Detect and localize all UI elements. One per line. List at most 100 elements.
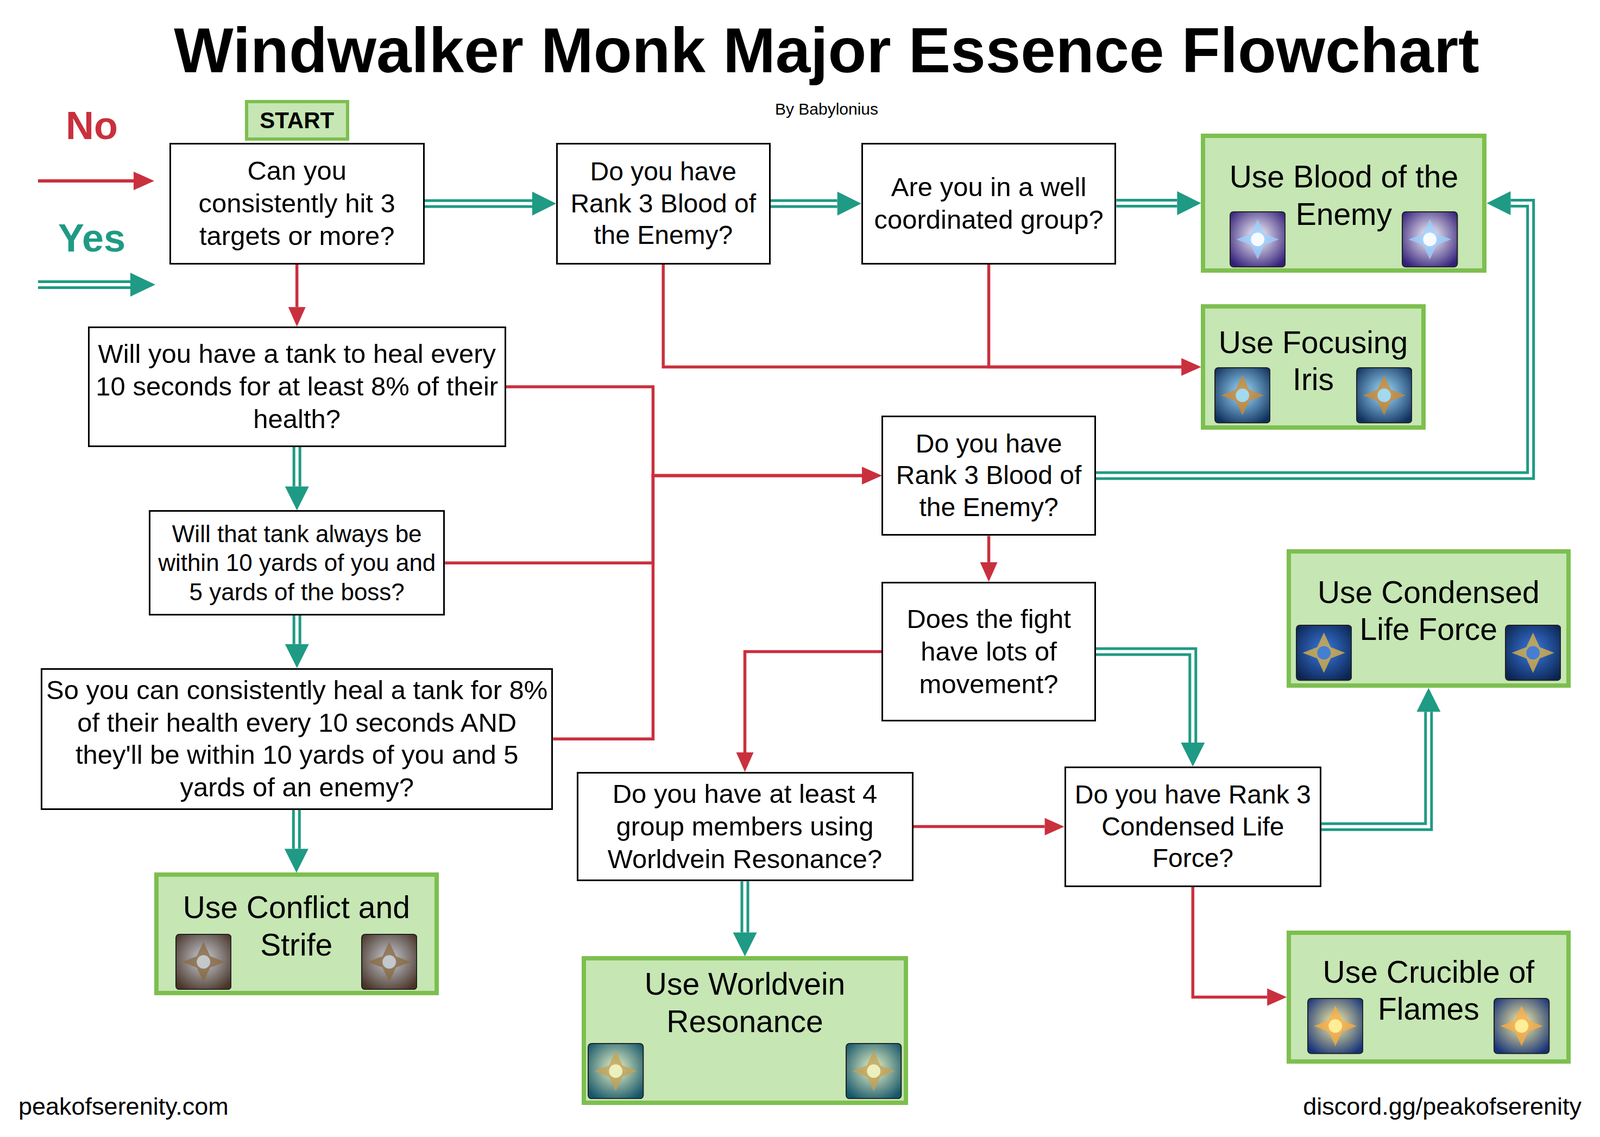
essence-icon	[1493, 997, 1550, 1054]
question-text: Do you have Rank 3 Blood of the Enemy?	[896, 429, 1082, 522]
result-box: Use Blood of the Enemy	[1200, 133, 1487, 273]
text-wrap: Do you have at least 4 group members usi…	[581, 777, 909, 875]
no-connector	[736, 651, 883, 772]
decision-box: Do you have at least 4 group members usi…	[576, 771, 914, 881]
essence-icon-art	[175, 933, 232, 990]
essence-icon	[1229, 211, 1286, 268]
no-connector	[663, 264, 1201, 376]
essence-icon-art	[845, 1042, 902, 1099]
chart-title: Windwalker Monk Major Essence Flowchart	[173, 14, 1479, 87]
yes-connector	[1116, 191, 1201, 216]
text-wrap: Can you consistently hit 3 targets or mo…	[174, 154, 420, 253]
result-text: Use Crucible of Flames	[1323, 954, 1535, 1026]
start-badge: START	[244, 99, 350, 141]
text-wrap: Use Worldvein Resonance	[593, 965, 897, 1040]
result-text: Use Blood of the Enemy	[1229, 159, 1459, 231]
question-text: Will that tank always be within 10 yards…	[158, 520, 436, 606]
essence-icon	[175, 933, 232, 990]
text-wrap: Use Condensed Life Force	[1298, 573, 1559, 648]
legend-yes-arrow	[38, 280, 132, 289]
result-box: Use Worldvein Resonance	[581, 955, 909, 1105]
result-text: Use Worldvein Resonance	[644, 966, 846, 1038]
author-credit: By Babylonius	[775, 99, 879, 119]
no-connector	[552, 467, 882, 740]
result-text: Use Focusing Iris	[1218, 324, 1409, 397]
text-wrap: Will that tank always be within 10 yards…	[153, 519, 440, 607]
no-connector	[989, 264, 1202, 376]
result-box: Use Condensed Life Force	[1286, 549, 1571, 689]
decision-box: Will you have a tank to heal every 10 se…	[87, 326, 507, 447]
legend-yes: Yes	[58, 215, 126, 261]
legend-no-arrowhead	[133, 171, 155, 191]
question-text: So you can consistently heal a tank for …	[46, 675, 548, 802]
legend-yes-arrow-inner	[38, 282, 132, 287]
text-wrap: Do you have Rank 3 Blood of the Enemy?	[886, 427, 1092, 524]
no-connector	[444, 467, 882, 564]
text-wrap: Does the fight have lots of movement?	[886, 602, 1092, 701]
essence-icon-art	[1295, 624, 1352, 681]
essence-icon-art	[587, 1042, 644, 1099]
no-connector	[1192, 886, 1287, 1006]
essence-icon	[1295, 624, 1352, 681]
result-text: Use Condensed Life Force	[1317, 574, 1540, 647]
essence-icon	[1356, 367, 1413, 424]
question-text: Will you have a tank to heal every 10 se…	[95, 338, 499, 434]
decision-box: Do you have Rank 3 Blood of the Enemy?	[881, 415, 1096, 537]
decision-box: Does the fight have lots of movement?	[881, 581, 1096, 722]
yes-connector	[733, 880, 758, 956]
text-wrap: Do you have Rank 3 Blood of the Enemy?	[561, 155, 766, 252]
question-text: Are you in a well coordinated group?	[873, 172, 1104, 235]
essence-icon	[361, 933, 418, 990]
legend-yes-arrowhead	[130, 272, 156, 297]
essence-icon	[1504, 624, 1561, 681]
yes-connector	[424, 191, 557, 216]
result-text: Use Conflict and Strife	[183, 889, 411, 962]
essence-icon-art	[361, 933, 418, 990]
question-text: Can you consistently hit 3 targets or mo…	[198, 155, 396, 251]
result-box: Use Crucible of Flames	[1286, 930, 1571, 1063]
yes-connector	[285, 615, 310, 669]
essence-icon-art	[1356, 367, 1413, 424]
essence-icon-art	[1504, 624, 1561, 681]
text-wrap: START	[259, 108, 335, 134]
decision-box: Can you consistently hit 3 targets or mo…	[169, 142, 425, 265]
decision-box: Do you have Rank 3 Condensed Life Force?	[1064, 766, 1322, 887]
text-wrap: Are you in a well coordinated group?	[866, 171, 1112, 237]
essence-icon-art	[1493, 997, 1550, 1054]
text-wrap: Use Focusing Iris	[1212, 323, 1414, 399]
yes-connector	[1321, 687, 1441, 827]
decision-box: Will that tank always be within 10 yards…	[148, 509, 445, 616]
text-wrap: So you can consistently heal a tank for …	[45, 673, 548, 804]
essence-icon	[1401, 211, 1458, 268]
essence-icon	[845, 1042, 902, 1099]
yes-connector	[284, 809, 309, 873]
legend-no-arrow	[38, 179, 135, 183]
text-wrap: Use Conflict and Strife	[166, 888, 427, 963]
result-box: Use Focusing Iris	[1200, 304, 1426, 430]
no-connector	[288, 264, 306, 327]
legend-no: No	[65, 103, 118, 149]
result-box: Use Conflict and Strife	[154, 872, 439, 995]
essence-icon	[1307, 997, 1364, 1054]
yes-connector	[285, 446, 310, 511]
essence-icon-art	[1307, 997, 1364, 1054]
decision-box: So you can consistently heal a tank for …	[40, 668, 553, 810]
question-text: Do you have Rank 3 Condensed Life Force?	[1074, 779, 1312, 873]
essence-icon	[587, 1042, 644, 1099]
text-wrap: Do you have Rank 3 Condensed Life Force?	[1069, 778, 1317, 875]
yes-connector	[1095, 651, 1206, 767]
question-text: Do you have Rank 3 Blood of the Enemy?	[570, 156, 757, 250]
footer-discord: discord.gg/peakofserenity	[1302, 1092, 1582, 1121]
no-connector	[980, 535, 998, 582]
essence-icon-art	[1401, 211, 1458, 268]
text-wrap: Will you have a tank to heal every 10 se…	[92, 337, 502, 436]
no-connector	[913, 817, 1065, 836]
text-wrap: Use Crucible of Flames	[1298, 953, 1559, 1028]
decision-box: Do you have Rank 3 Blood of the Enemy?	[556, 142, 771, 265]
decision-box: Are you in a well coordinated group?	[861, 142, 1117, 265]
essence-icon-art	[1214, 367, 1271, 424]
yes-connector	[770, 191, 862, 216]
essence-icon	[1214, 367, 1271, 424]
text-wrap: Use Blood of the Enemy	[1212, 158, 1475, 233]
